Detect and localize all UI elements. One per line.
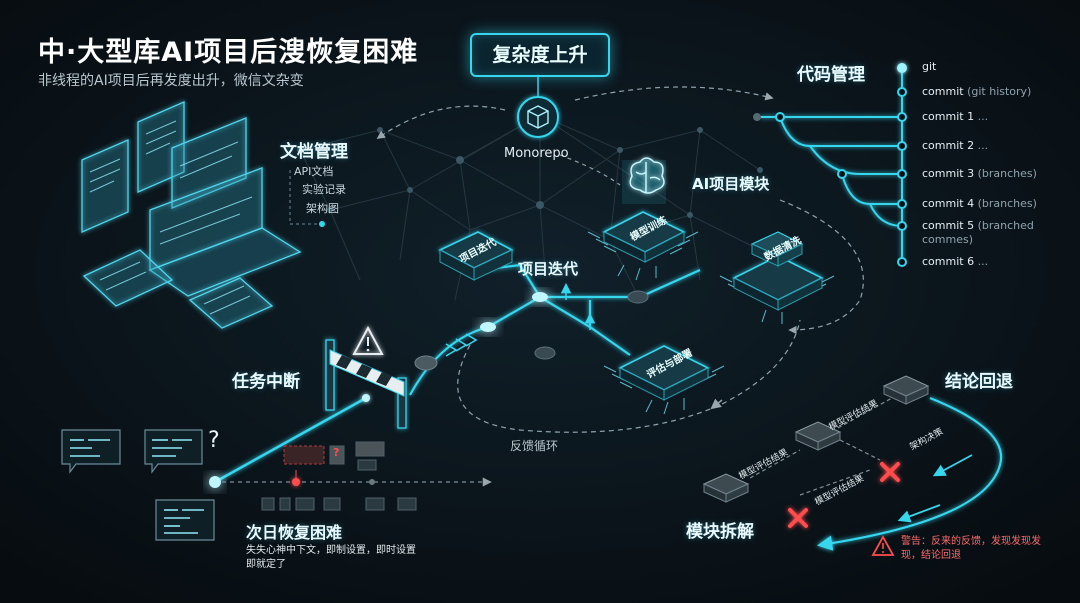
git-entry-3: commit 2 ... bbox=[922, 139, 988, 152]
question-mark: ? bbox=[208, 428, 220, 453]
monorepo-label: Monorepo bbox=[504, 146, 569, 161]
monorepo-node bbox=[517, 74, 559, 138]
git-entry-note: (branches) bbox=[977, 167, 1037, 180]
docs-title: 文档管理 bbox=[280, 142, 348, 162]
fragment-question: ? bbox=[333, 446, 340, 459]
page-title: 中·大型库AI项目后溲恢复困难 bbox=[38, 37, 419, 68]
warning-triangle-icon bbox=[352, 325, 384, 355]
git-entry-note: (branches) bbox=[977, 197, 1037, 210]
tablet-left bbox=[82, 249, 174, 307]
git-entry-0: git bbox=[922, 60, 936, 73]
feedback-loop-label: 反馈循环 bbox=[510, 439, 559, 453]
docs-item-3: 架构图 bbox=[306, 202, 339, 215]
doc-page-1 bbox=[81, 139, 129, 233]
git-entry-7: commit 6 ... bbox=[922, 255, 988, 268]
page-subtitle: 非线程的AI项目后再发度出升，微信文杂变 bbox=[38, 73, 304, 89]
git-entry-6-cont: commes) bbox=[922, 233, 973, 246]
git-nodes bbox=[753, 63, 907, 267]
interrupt-timeline bbox=[52, 394, 492, 488]
documents-illustration bbox=[81, 101, 325, 329]
chevron-arrows bbox=[445, 333, 478, 357]
chip-eval-deploy bbox=[603, 345, 725, 415]
git-entry-main: commit bbox=[922, 85, 964, 98]
arc-arrow-left bbox=[376, 105, 506, 139]
loop-right bbox=[779, 199, 864, 335]
git-entry-main: commit 3 bbox=[922, 167, 975, 180]
complexity-box: 复杂度上升 bbox=[470, 33, 610, 77]
decomp-tiles bbox=[702, 375, 930, 503]
interrupt-title: 任务中断 bbox=[232, 372, 300, 392]
docs-item-1: API文档 bbox=[294, 165, 334, 178]
monorepo-cube-icon bbox=[527, 105, 549, 129]
iteration-tile bbox=[438, 231, 514, 281]
git-entry-main: commit 5 bbox=[922, 219, 975, 232]
laptop-base bbox=[148, 227, 302, 297]
git-entry-main: commit 2 bbox=[922, 139, 975, 152]
next-day-title: 次日恢复困难 bbox=[246, 523, 343, 542]
git-entry-main: commit 6 bbox=[922, 255, 975, 268]
git-entry-note: ... bbox=[977, 139, 989, 152]
warning-text: 警告：反来的反馈，发现发现发现，结论回退 bbox=[901, 536, 1041, 561]
chat-bubbles bbox=[61, 429, 215, 541]
arc-arrow-right bbox=[574, 86, 774, 101]
git-entry-2: commit 1 ... bbox=[922, 110, 988, 123]
tablet-right bbox=[188, 277, 274, 329]
git-entry-main: commit 4 bbox=[922, 197, 975, 210]
git-entry-note: ... bbox=[977, 255, 989, 268]
git-entry-6: commit 5 (branched bbox=[922, 219, 1034, 232]
git-entry-note: ... bbox=[977, 110, 989, 123]
circuit-nodes bbox=[414, 290, 649, 371]
brain-icon bbox=[629, 157, 665, 194]
conclusion-title: 结论回退 bbox=[945, 372, 1013, 392]
red-x-icon bbox=[788, 462, 900, 528]
chip-data-cleaning bbox=[719, 231, 835, 324]
git-title: 代码管理 bbox=[797, 65, 865, 85]
module-title: 模块拆解 bbox=[686, 522, 754, 542]
next-day-note: 失失心神中下文，即制设置，即时设置即就定了 bbox=[246, 545, 416, 570]
git-entry-5: commit 4 (branches) bbox=[922, 197, 1037, 210]
circuit-arrows bbox=[560, 282, 596, 330]
chip-model-training bbox=[587, 157, 699, 281]
fragment-cards bbox=[261, 441, 417, 511]
git-entry-1: commit (git history) bbox=[922, 85, 1031, 98]
git-entry-note: (git history) bbox=[967, 85, 1032, 98]
feedback-loop bbox=[457, 319, 801, 433]
decomposition-flow bbox=[749, 396, 1003, 551]
git-entry-main: git bbox=[922, 60, 937, 73]
barrier-icon bbox=[325, 339, 407, 429]
git-entry-4: commit 3 (branches) bbox=[922, 167, 1037, 180]
git-entry-main: commit 1 bbox=[922, 110, 975, 123]
warning-small-icon bbox=[871, 535, 895, 556]
iteration-label: 项目迭代 bbox=[518, 260, 579, 278]
git-entry-note: commes) bbox=[922, 233, 973, 246]
git-entry-note: (branched bbox=[977, 219, 1034, 232]
ai-module-label: AI项目模块 bbox=[692, 175, 770, 193]
docs-item-2: 实验记录 bbox=[302, 183, 346, 196]
